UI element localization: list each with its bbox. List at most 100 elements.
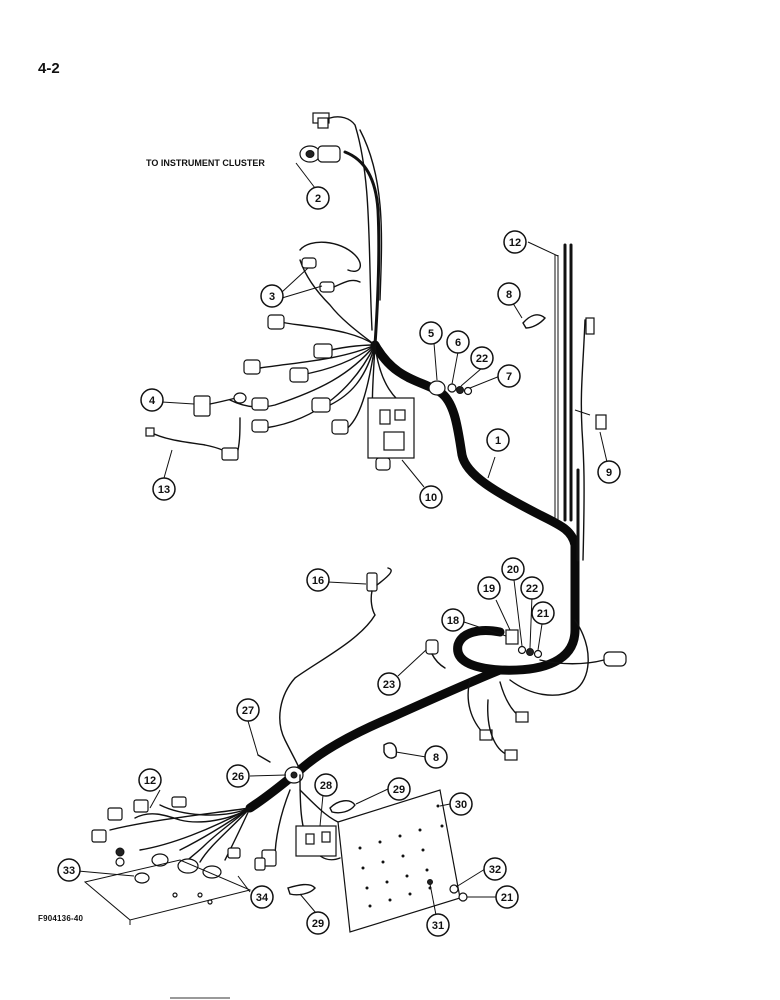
callout-12-lower: 12 — [138, 768, 162, 792]
callout-2: 2 — [306, 186, 330, 210]
svg-text:10: 10 — [425, 492, 437, 504]
callout-6: 6 — [446, 330, 470, 354]
instrument-cluster-label: TO INSTRUMENT CLUSTER — [146, 158, 265, 168]
figure-code: F904136-40 — [38, 914, 84, 923]
callout-12-upper: 12 — [503, 230, 527, 254]
callout-32: 32 — [483, 857, 507, 881]
sender-23 — [425, 639, 439, 655]
switch-4 — [193, 395, 211, 417]
connector-d — [289, 367, 309, 383]
vertical-harness — [563, 243, 580, 562]
callout-29-lower: 29 — [306, 911, 330, 935]
clip-8-upper — [522, 314, 546, 329]
callout-22-middle: 22 — [520, 576, 544, 600]
svg-text:8: 8 — [506, 289, 512, 301]
svg-text:27: 27 — [242, 705, 254, 717]
nut-21 — [458, 892, 468, 902]
clip-29-lower — [287, 883, 316, 896]
callout-18: 18 — [441, 608, 465, 632]
callout-1: 1 — [486, 428, 510, 452]
page-number: 4-2 — [38, 60, 60, 77]
svg-text:7: 7 — [506, 371, 512, 383]
callout-8-lower: 8 — [424, 745, 448, 769]
svg-text:22: 22 — [526, 583, 538, 595]
callout-33: 33 — [57, 858, 81, 882]
connector-e — [311, 397, 331, 413]
callout-28: 28 — [314, 773, 338, 797]
callout-26: 26 — [226, 764, 250, 788]
svg-text:12: 12 — [144, 775, 156, 787]
svg-text:23: 23 — [383, 679, 395, 691]
svg-text:32: 32 — [489, 864, 501, 876]
callout-7: 7 — [497, 364, 521, 388]
callout-29-upper: 29 — [387, 777, 411, 801]
callout-4: 4 — [140, 388, 164, 412]
svg-text:13: 13 — [158, 484, 170, 496]
clip-9 — [595, 414, 607, 430]
svg-text:22: 22 — [476, 353, 488, 365]
svg-text:19: 19 — [483, 583, 495, 595]
connector-i — [375, 457, 391, 471]
harness-grommet — [428, 380, 446, 396]
cluster-lead — [343, 150, 381, 347]
svg-text:33: 33 — [63, 865, 75, 877]
lamp-connector-lower — [319, 281, 335, 293]
svg-text:20: 20 — [507, 564, 519, 576]
svg-text:1: 1 — [495, 435, 501, 447]
callout-20: 20 — [501, 557, 525, 581]
sensor-16 — [366, 572, 378, 592]
svg-text:9: 9 — [606, 467, 612, 479]
callout-3: 3 — [260, 284, 284, 308]
svg-text:2: 2 — [315, 193, 321, 205]
lower-harness — [245, 665, 505, 813]
callout-27: 27 — [236, 698, 260, 722]
svg-text:28: 28 — [320, 780, 332, 792]
svg-text:29: 29 — [312, 918, 324, 930]
callout-9: 9 — [597, 460, 621, 484]
panel-holes — [358, 804, 444, 908]
lead-13-terminal — [145, 427, 155, 437]
connector-c — [243, 359, 261, 375]
svg-text:8: 8 — [433, 752, 439, 764]
connector-b — [313, 343, 333, 359]
svg-text:5: 5 — [428, 328, 434, 340]
clip-29-upper — [329, 800, 356, 814]
svg-text:34: 34 — [256, 892, 269, 904]
connector-a — [267, 314, 285, 330]
right-connector — [603, 651, 627, 667]
connector-19 — [505, 629, 519, 645]
svg-text:29: 29 — [393, 784, 405, 796]
lamp-connector-upper — [301, 257, 317, 269]
leader-lines — [77, 162, 608, 916]
callout-34: 34 — [250, 885, 274, 909]
callout-23: 23 — [377, 672, 401, 696]
callout-5: 5 — [419, 321, 443, 345]
callout-22-upper: 22 — [470, 346, 494, 370]
callout-8-upper: 8 — [497, 282, 521, 306]
svg-text:12: 12 — [509, 237, 521, 249]
upper-connector — [585, 317, 595, 335]
callout-21-lower: 21 — [495, 885, 519, 909]
connector-h — [251, 419, 269, 433]
svg-text:16: 16 — [312, 575, 324, 587]
callout-30: 30 — [449, 792, 473, 816]
svg-text:30: 30 — [455, 799, 467, 811]
svg-text:21: 21 — [501, 892, 513, 904]
callout-10: 10 — [419, 485, 443, 509]
panel-plate-30 — [337, 789, 461, 933]
svg-text:18: 18 — [447, 615, 459, 627]
svg-text:31: 31 — [432, 920, 444, 932]
callout-16: 16 — [306, 568, 330, 592]
svg-text:3: 3 — [269, 291, 275, 303]
svg-text:6: 6 — [455, 337, 461, 349]
lower-left-plate — [83, 859, 252, 921]
callout-31: 31 — [426, 913, 450, 937]
callout-21-middle: 21 — [531, 601, 555, 625]
switch-33 — [134, 872, 150, 884]
clip-8-lower — [383, 742, 398, 759]
svg-text:26: 26 — [232, 771, 244, 783]
callout-19: 19 — [477, 576, 501, 600]
svg-text:21: 21 — [537, 608, 549, 620]
lead-13-connector — [221, 447, 239, 461]
